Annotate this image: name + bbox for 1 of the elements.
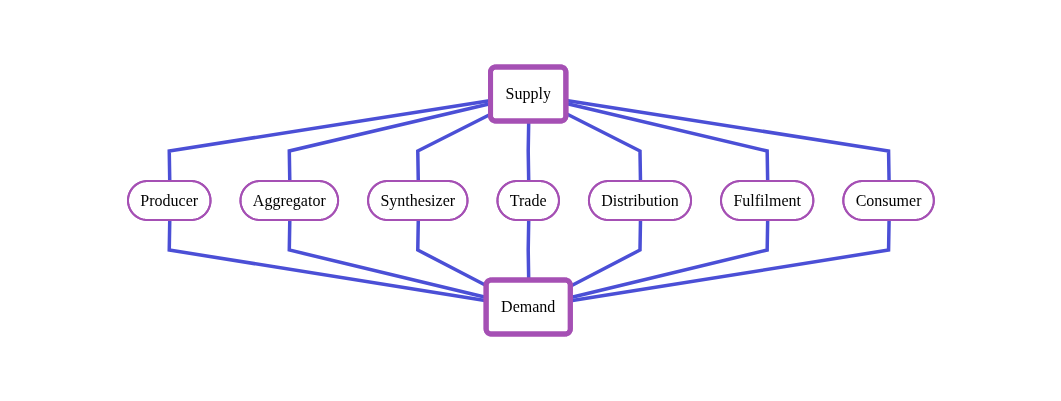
connector: [570, 220, 891, 303]
